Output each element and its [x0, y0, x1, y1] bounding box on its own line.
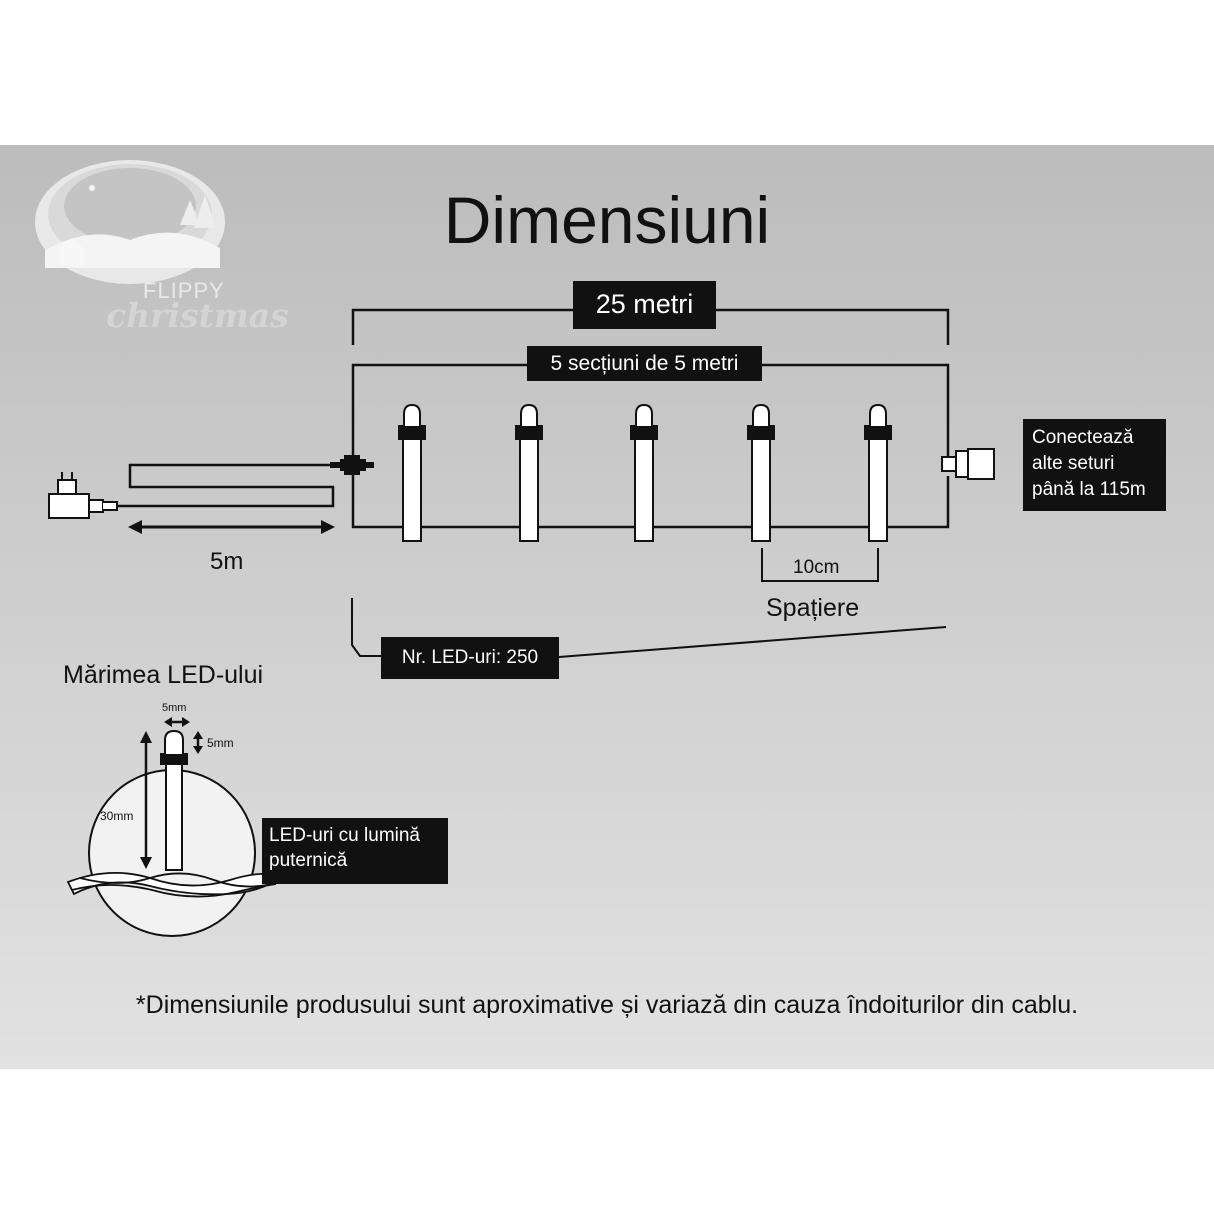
connect-line-1: Conectează — [1032, 427, 1134, 448]
bright-led-label: LED-uri cu lumină puternică — [262, 818, 448, 884]
led-bulb-icon — [515, 403, 543, 542]
plug-connector-icon — [330, 455, 374, 475]
connect-line-2: alte seturi — [1032, 453, 1115, 474]
connect-more-label: Conectează alte seturi până la 115m — [1023, 419, 1166, 511]
bright-line-1: LED-uri cu lumină — [269, 825, 420, 846]
end-connector-icon — [941, 448, 995, 480]
led-width-arrow — [164, 717, 190, 727]
footnote: *Dimensiunile produsului sunt aproximati… — [135, 991, 1079, 1019]
lead-length-label: 5m — [210, 548, 244, 575]
power-adapter-icon — [48, 472, 118, 519]
led-size-title: Mărimea LED-ului — [63, 661, 264, 689]
led-tip-label: 5mm — [207, 736, 234, 750]
spacing-label: Spațiere — [766, 594, 860, 622]
led-bulb-icon — [630, 403, 658, 542]
led-count-label: Nr. LED-uri: 250 — [381, 637, 559, 679]
led-tip-arrow — [193, 731, 203, 754]
led-length-label: 30mm — [100, 809, 134, 823]
connect-line-3: până la 115m — [1032, 479, 1146, 500]
sections-label: 5 secțiuni de 5 metri — [527, 346, 762, 381]
lead-cable — [117, 463, 342, 508]
spacing-bracket — [761, 548, 879, 582]
led-length-arrow — [140, 731, 152, 869]
led-bulb-icon — [864, 403, 892, 542]
led-bulb-icon — [160, 729, 188, 871]
brand-logo-script: christmas — [106, 296, 289, 335]
led-row — [398, 403, 892, 542]
lead-length-arrow — [128, 520, 335, 534]
led-width-label: 5mm — [162, 702, 187, 714]
bright-line-2: puternică — [269, 850, 348, 871]
total-length-label: 25 metri — [573, 281, 716, 329]
brand-logo-icon — [35, 160, 225, 284]
page-title: Dimensiuni — [443, 183, 771, 257]
led-count-pointer — [351, 598, 947, 658]
led-bulb-icon — [747, 403, 775, 542]
led-bulb-icon — [398, 403, 426, 542]
brand-logo-wordmark: FLIPPY — [143, 278, 225, 303]
spacing-value-label: 10cm — [793, 557, 840, 578]
